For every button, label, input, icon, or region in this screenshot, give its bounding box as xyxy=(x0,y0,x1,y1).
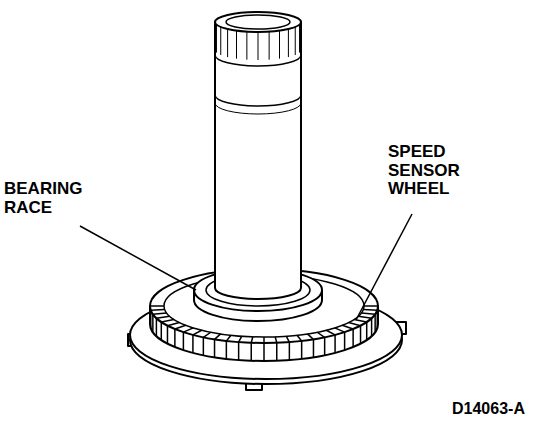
wheel-tooth xyxy=(363,309,377,311)
wheel-tooth xyxy=(174,329,176,347)
shaft-spline xyxy=(246,32,247,60)
shaft-spline xyxy=(216,25,217,53)
wheel-tooth xyxy=(175,325,186,329)
wheel-tooth xyxy=(251,337,253,343)
wheel-tooth xyxy=(289,342,291,360)
wheel-tooth xyxy=(358,316,371,318)
wheel-tooth xyxy=(193,330,202,335)
wheel-tooth xyxy=(152,314,154,332)
shaft-spline xyxy=(279,31,280,59)
wheel-tooth xyxy=(335,328,345,332)
wheel-tooth xyxy=(307,334,313,339)
wheel-tooth xyxy=(214,339,216,357)
wheel-tooth xyxy=(226,335,231,341)
wheel-tooth xyxy=(250,343,252,361)
wheel-tooth xyxy=(156,318,158,336)
wheel-tooth xyxy=(239,336,242,342)
wheel-tooth xyxy=(153,313,167,314)
wheel-tooth xyxy=(324,337,326,355)
shaft-spline xyxy=(227,29,228,57)
wheel-tooth xyxy=(334,335,336,353)
shaft-band xyxy=(215,103,301,114)
wheel-tooth xyxy=(203,337,205,355)
wheel-tooth xyxy=(371,318,373,336)
wheel-tooth xyxy=(215,334,221,339)
figure-number: D14063-A xyxy=(452,400,525,418)
wheel-tooth xyxy=(297,335,302,341)
wheel-tooth xyxy=(286,336,289,342)
wheel-tooth xyxy=(263,337,265,343)
wheel-tooth xyxy=(192,335,194,353)
shaft-band xyxy=(215,95,301,106)
wheel-tooth xyxy=(344,332,346,350)
wheel-tooth xyxy=(161,322,163,340)
shaft-body xyxy=(215,22,301,299)
wheel-tooth xyxy=(377,310,379,328)
shaft-spline xyxy=(295,27,296,55)
wheel-tooth xyxy=(276,343,278,361)
leader-line xyxy=(356,214,412,320)
wheel-tooth xyxy=(361,313,375,314)
wheel-tooth xyxy=(349,322,361,325)
wheel-tooth xyxy=(203,332,210,337)
wheel-tooth xyxy=(374,314,376,332)
wheel-tooth xyxy=(238,342,240,360)
part-label: BEARING RACE xyxy=(4,180,82,217)
wheel-tooth xyxy=(275,337,277,343)
wheel-tooth xyxy=(366,322,368,340)
wheel-tooth xyxy=(342,325,353,329)
wheel-tooth xyxy=(161,319,174,322)
shaft-spline xyxy=(288,29,289,57)
wheel-tooth xyxy=(149,306,151,324)
shaft-spline xyxy=(269,32,270,60)
shaft-bore xyxy=(226,15,290,29)
shaft-spline xyxy=(220,27,221,55)
wheel-tooth xyxy=(183,332,185,350)
wheel-tooth xyxy=(226,341,228,359)
wheel-tooth xyxy=(150,305,164,307)
wheel-tooth xyxy=(360,326,362,344)
wheel-tooth xyxy=(364,305,378,307)
shaft-spline xyxy=(258,32,259,60)
shaft-end xyxy=(215,12,301,32)
wheel-tooth xyxy=(317,332,324,337)
wheel-tooth xyxy=(167,326,169,344)
part-label: SPEED SENSOR WHEEL xyxy=(388,143,460,199)
wheel-tooth xyxy=(156,316,169,318)
leader-line xyxy=(80,226,196,290)
shaft-spline xyxy=(236,31,237,59)
wheel-tooth xyxy=(263,343,265,361)
wheel-tooth xyxy=(326,330,335,335)
wheel-tooth xyxy=(183,328,193,332)
wheel-tooth xyxy=(313,339,315,357)
wheel-tooth xyxy=(352,329,354,347)
wheel-side-line xyxy=(149,306,151,324)
wheel-tooth xyxy=(301,341,303,359)
wheel-tooth xyxy=(167,322,179,325)
wheel-tooth xyxy=(151,309,165,311)
shaft-spline xyxy=(299,25,300,53)
